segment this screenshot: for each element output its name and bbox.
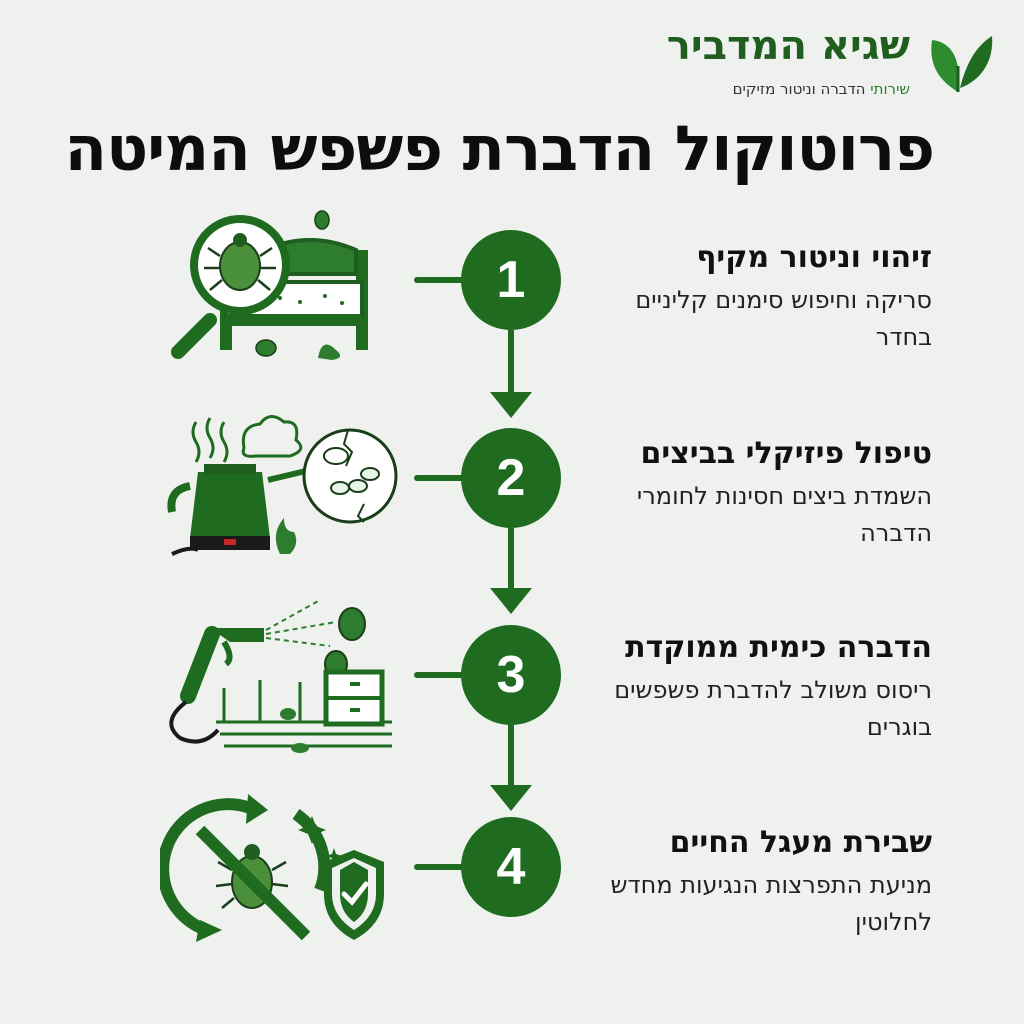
flow-line-2 [508, 528, 514, 588]
sprayer-room-icon [169, 599, 392, 753]
step-2-title: טיפול פיזיקלי בביצים [640, 436, 933, 471]
connector-1 [414, 277, 474, 283]
step-1-number: 1 [496, 251, 526, 309]
page-title: פרוטוקול הדברת פשפש המיטה [64, 112, 935, 185]
brand-logo: שגיא המדביר שירותי הדברה וניטור מזיקים [667, 22, 994, 122]
step-3-description: ריסוס משולב להדברת פשפשים בוגרים [614, 676, 932, 742]
step-3-number: 3 [496, 646, 526, 704]
brand-tagline: שירותי הדברה וניטור מזיקים [733, 80, 910, 98]
connector-4 [414, 864, 474, 870]
steamer-eggs-icon [167, 415, 398, 556]
step-4-description: מניעת התפרצות הנגיעות מחדש לחלוטין [610, 871, 932, 937]
flow-arrow-2 [490, 588, 532, 614]
flow-arrow-1 [490, 392, 532, 418]
connector-3 [414, 672, 474, 678]
flow-arrow-3 [490, 785, 532, 811]
step-2-number: 2 [496, 449, 526, 507]
step-4-circle: 4 [461, 817, 561, 917]
brand-name: שגיא המדביר [666, 23, 910, 69]
step-4-title: שבירת מעגל החיים [669, 825, 932, 860]
step-3-title: הדברה כימית ממוקדת [625, 630, 932, 665]
step-4-text: שבירת מעגל החיים מניעת התפרצות הנגיעות מ… [572, 825, 932, 941]
brand-tagline-rest: הדברה וניטור מזיקים [732, 80, 866, 98]
brand-tagline-highlight: שירותי [870, 80, 910, 98]
no-bug-shield-icon [160, 794, 384, 942]
step-1-title: זיהוי וניטור מקיף [696, 240, 932, 275]
step-1-circle: 1 [461, 230, 561, 330]
step-2-description: השמדת ביצים חסינות לחומרי הדברה [636, 482, 932, 548]
step-4-number: 4 [496, 838, 526, 896]
flow-line-3 [508, 725, 514, 785]
magnifier-bed-bugs-icon [171, 210, 368, 360]
step-3-text: הדברה כימית ממוקדת ריסוס משולב להדברת פש… [572, 630, 932, 746]
step-2-text: טיפול פיזיקלי בביצים השמדת ביצים חסינות … [572, 436, 932, 552]
step-1-text: זיהוי וניטור מקיף סריקה וחיפוש סימנים קל… [572, 240, 932, 356]
leaf-icon [931, 36, 993, 92]
step-2-circle: 2 [461, 428, 561, 528]
flow-line-1 [508, 330, 514, 392]
step-3-circle: 3 [461, 625, 561, 725]
connector-2 [414, 475, 474, 481]
step-1-description: סריקה וחיפוש סימנים קליניים בחדר [635, 286, 932, 352]
